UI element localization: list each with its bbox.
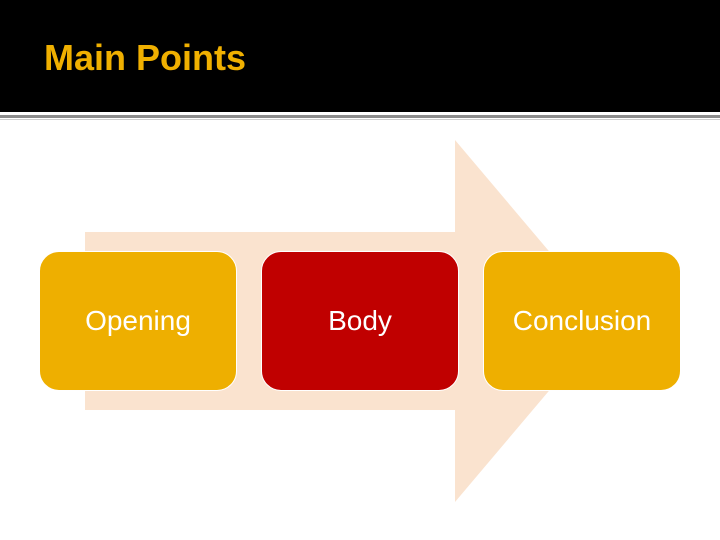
step-conclusion: Conclusion	[483, 251, 681, 391]
step-conclusion-label: Conclusion	[512, 305, 652, 336]
step-body: Body	[261, 251, 459, 391]
title-bar	[0, 0, 720, 112]
step-body-label: Body	[328, 305, 392, 336]
title-divider	[0, 115, 720, 118]
slide-title: Main Points	[44, 37, 247, 78]
title-divider-thin	[0, 119, 720, 120]
step-opening-label: Opening	[85, 305, 191, 336]
step-opening: Opening	[39, 251, 237, 391]
